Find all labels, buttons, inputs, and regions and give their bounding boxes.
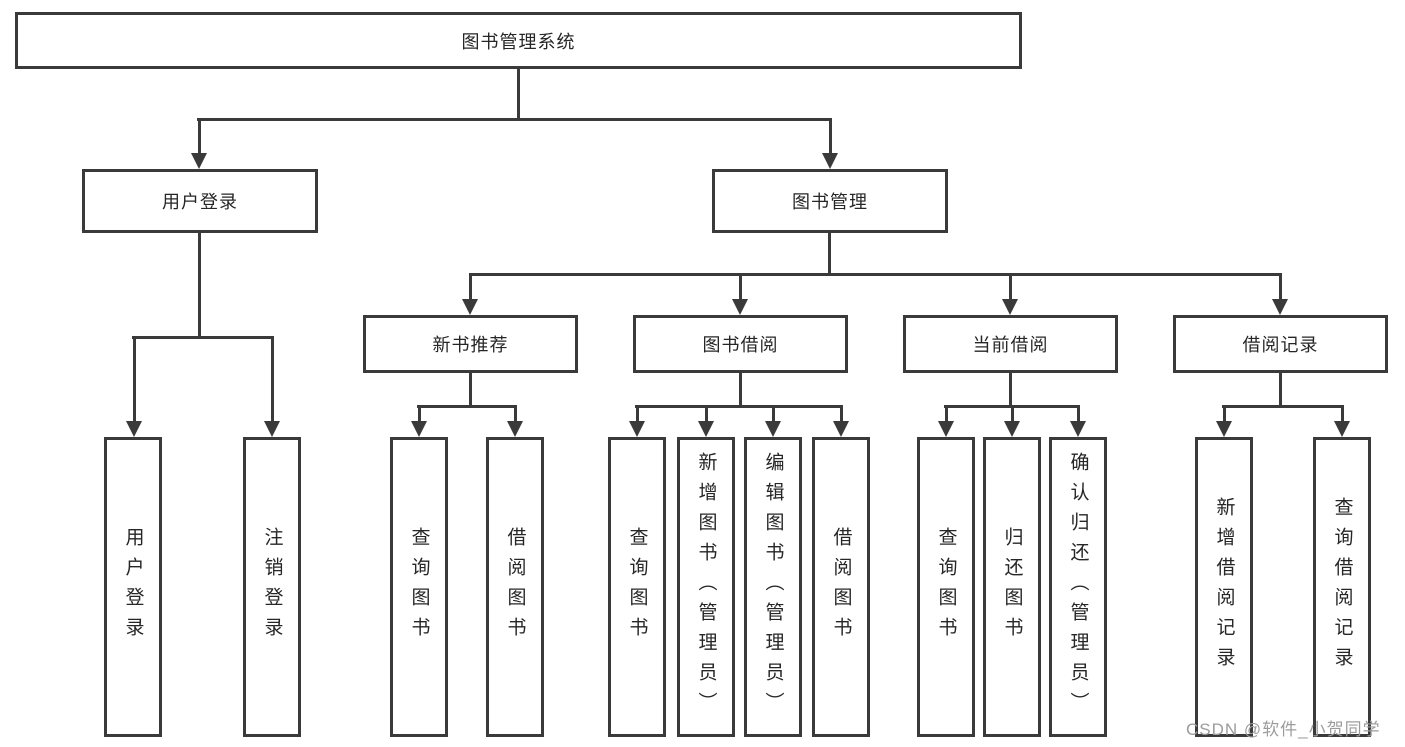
leaf-logout: 注销登录 — [243, 437, 301, 737]
arrow-down-icon — [833, 405, 849, 437]
connector-bookmgmt-hline — [469, 273, 1282, 276]
arrow-down-icon — [507, 405, 523, 437]
csdn-watermark: CSDN @软件_小贺同学 — [1186, 720, 1381, 739]
leaf-confirm-return-admin: 确认归还（管理员） — [1049, 437, 1107, 737]
arrow-down-icon — [822, 118, 838, 169]
leaf-logout-label: 注销登录 — [261, 527, 283, 647]
leaf-query-books-recommend-label: 查询图书 — [408, 527, 430, 647]
connector-root-stub — [517, 69, 520, 118]
leaf-query-books-current-label: 查询图书 — [935, 527, 957, 647]
arrow-down-icon — [732, 273, 748, 315]
leaf-user-login: 用户登录 — [104, 437, 162, 737]
node-current-borrowing-label: 当前借阅 — [972, 335, 1049, 355]
connector-userlogin-stub — [198, 233, 201, 336]
leaf-borrow-books-borrowing: 借阅图书 — [812, 437, 870, 737]
leaf-return-book: 归还图书 — [983, 437, 1041, 737]
node-book-borrowing: 图书借阅 — [633, 315, 848, 373]
node-new-book-recommend-label: 新书推荐 — [432, 335, 509, 355]
arrow-down-icon — [1070, 405, 1086, 437]
leaf-query-books-borrowing: 查询图书 — [608, 437, 666, 737]
leaf-query-borrow-record-label: 查询借阅记录 — [1331, 497, 1353, 677]
arrow-down-icon — [938, 405, 954, 437]
node-book-management: 图书管理 — [712, 169, 948, 233]
node-current-borrowing: 当前借阅 — [903, 315, 1118, 373]
leaf-edit-book-admin-label: 编辑图书（管理员） — [762, 452, 784, 722]
connector-bookmgmt-stub — [828, 233, 831, 273]
connector-userlogin-hline — [132, 336, 274, 339]
arrow-down-icon — [1272, 273, 1288, 315]
arrow-down-icon — [698, 405, 714, 437]
node-root: 图书管理系统 — [15, 12, 1022, 69]
leaf-add-borrow-record-label: 新增借阅记录 — [1213, 497, 1235, 677]
arrow-down-icon — [629, 405, 645, 437]
arrow-down-icon — [264, 336, 280, 437]
arrow-down-icon — [1002, 273, 1018, 315]
node-new-book-recommend: 新书推荐 — [363, 315, 578, 373]
leaf-borrow-books-recommend: 借阅图书 — [486, 437, 544, 737]
connector-records-hline — [1222, 405, 1344, 408]
leaf-return-book-label: 归还图书 — [1001, 527, 1023, 647]
arrow-down-icon — [191, 118, 207, 169]
arrow-down-icon — [1216, 405, 1232, 437]
connector-records-stub — [1279, 373, 1282, 405]
leaf-borrow-books-recommend-label: 借阅图书 — [504, 527, 526, 647]
leaf-add-book-admin-label: 新增图书（管理员） — [695, 452, 717, 722]
leaf-edit-book-admin: 编辑图书（管理员） — [744, 437, 802, 737]
connector-currentborrow-stub — [1009, 373, 1012, 405]
arrow-down-icon — [126, 336, 142, 437]
node-user-login: 用户登录 — [82, 169, 318, 233]
arrow-down-icon — [765, 405, 781, 437]
leaf-add-borrow-record: 新增借阅记录 — [1195, 437, 1253, 737]
connector-bookborrow-hline — [635, 405, 843, 408]
connector-newbook-stub — [469, 373, 472, 405]
node-user-login-label: 用户登录 — [162, 192, 238, 212]
leaf-query-borrow-record: 查询借阅记录 — [1313, 437, 1371, 737]
node-root-label: 图书管理系统 — [461, 31, 576, 52]
node-book-management-label: 图书管理 — [792, 192, 868, 212]
arrow-down-icon — [1004, 405, 1020, 437]
leaf-borrow-books-borrowing-label: 借阅图书 — [830, 527, 852, 647]
arrow-down-icon — [462, 273, 478, 315]
connector-newbook-hline — [417, 405, 517, 408]
connector-bookborrow-stub — [739, 373, 742, 405]
leaf-user-login-label: 用户登录 — [122, 527, 144, 647]
leaf-add-book-admin: 新增图书（管理员） — [677, 437, 735, 737]
leaf-confirm-return-admin-label: 确认归还（管理员） — [1067, 452, 1089, 722]
node-book-borrowing-label: 图书借阅 — [702, 335, 779, 355]
node-borrowing-records: 借阅记录 — [1173, 315, 1388, 373]
leaf-query-books-borrowing-label: 查询图书 — [626, 527, 648, 647]
node-borrowing-records-label: 借阅记录 — [1242, 335, 1319, 355]
leaf-query-books-recommend: 查询图书 — [390, 437, 448, 737]
arrow-down-icon — [411, 405, 427, 437]
arrow-down-icon — [1334, 405, 1350, 437]
leaf-query-books-current: 查询图书 — [917, 437, 975, 737]
connector-root-hline — [197, 118, 832, 121]
